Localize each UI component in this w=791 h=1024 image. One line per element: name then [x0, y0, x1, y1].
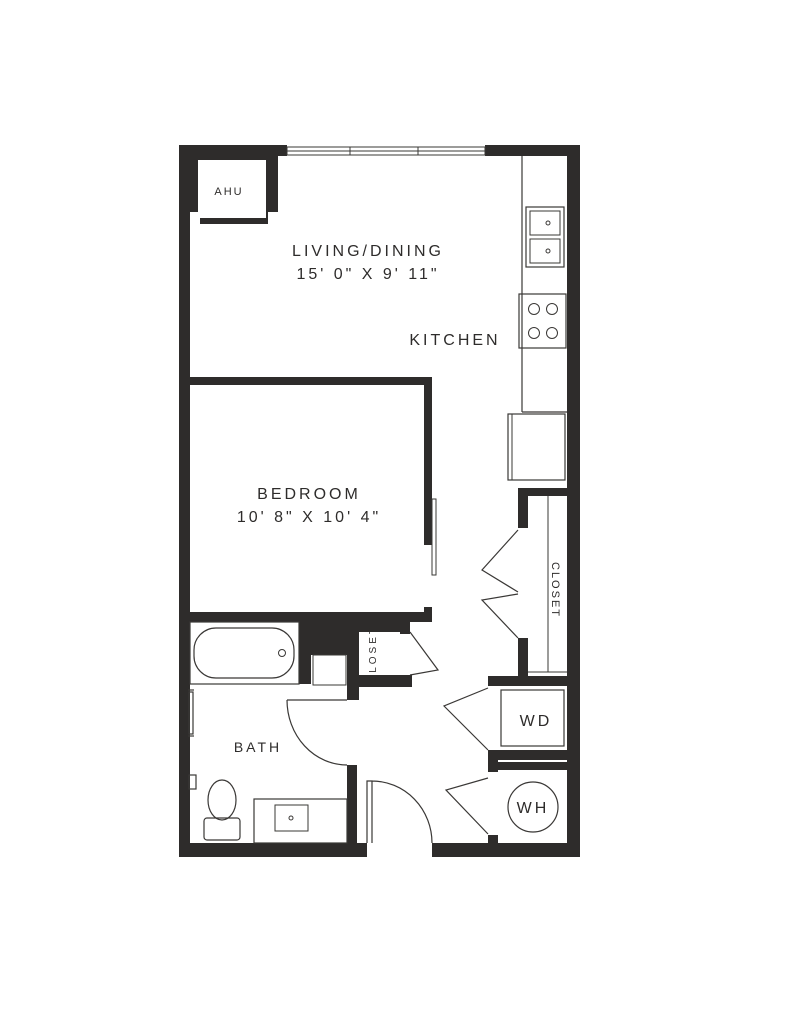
stove-icon	[518, 293, 567, 349]
bath-walls	[299, 622, 412, 845]
water-heater	[507, 781, 559, 833]
laundry-door[interactable]	[442, 687, 489, 751]
water-heater-door[interactable]	[444, 777, 489, 835]
washer-dryer-label: WD	[520, 713, 553, 730]
bedroom-walls	[190, 377, 432, 622]
vanity-sink-icon	[253, 798, 348, 844]
kitchen-name: KITCHEN	[409, 332, 500, 349]
hall-closet-label: CLOSET	[549, 562, 561, 618]
water-heater-label: WH	[517, 800, 550, 817]
bath-door[interactable]	[286, 699, 348, 766]
ahu-closet	[190, 150, 278, 224]
closet-bifold-door[interactable]	[480, 529, 519, 639]
bathtub-icon	[189, 621, 300, 685]
refrigerator-icon	[507, 413, 566, 481]
bath-closet-label: CLOSET	[368, 625, 379, 683]
hall-closet-walls	[518, 488, 570, 676]
bath-name: BATH	[234, 739, 282, 755]
exterior-walls	[179, 145, 580, 857]
towel-bar-icon	[188, 689, 194, 737]
living-room-name: LIVING/DINING	[292, 243, 444, 260]
bedroom-sliding-door[interactable]	[431, 498, 437, 576]
kitchen-sink	[525, 206, 565, 268]
kitchen-counter	[521, 156, 567, 413]
bath-closet-door[interactable]	[409, 631, 440, 676]
ahu-label: AHU	[214, 186, 243, 198]
bedroom-dims: 10' 8" X 10' 4"	[237, 509, 381, 526]
bedroom-name: BEDROOM	[257, 486, 361, 503]
entry-door[interactable]	[366, 780, 433, 844]
water-heater-walls	[488, 762, 570, 845]
toilet-icon	[203, 779, 241, 841]
washer-dryer	[500, 689, 565, 747]
window	[286, 146, 486, 156]
toilet-paper-icon	[188, 774, 197, 790]
living-room-dims: 15' 0" X 9' 11"	[296, 266, 439, 283]
